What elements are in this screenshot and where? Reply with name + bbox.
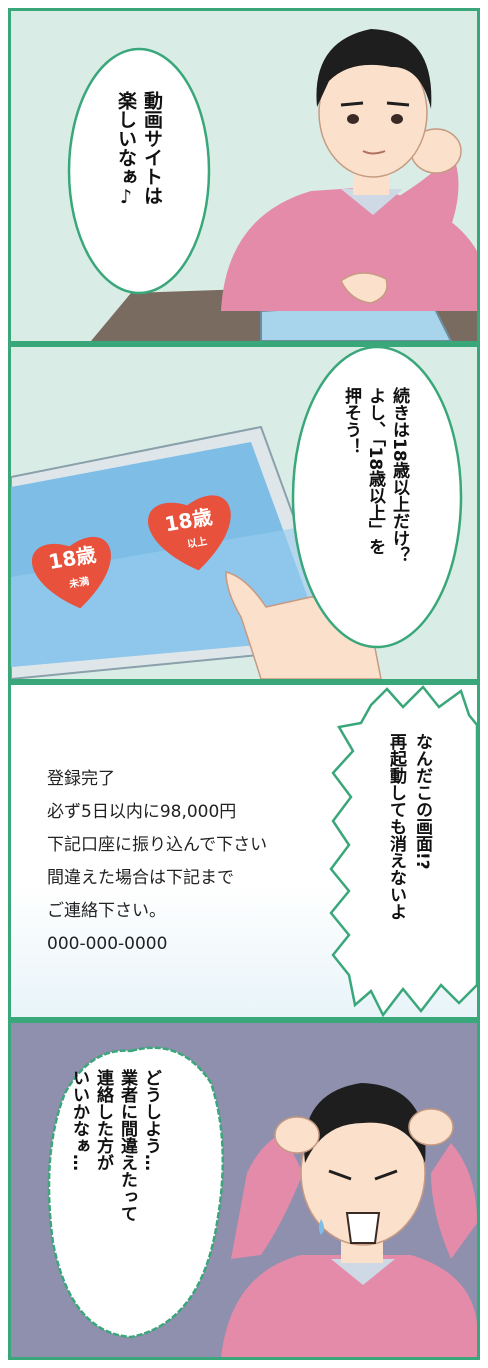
bubble-line: 押そう！ (341, 387, 361, 455)
bubble-line: よし、「18歳以上」を (365, 387, 385, 556)
collar (341, 189, 403, 215)
speech-bubble-outline (47, 1046, 225, 1339)
panel-1: 動画サイトは 楽しいなぁ♪ (8, 8, 480, 344)
over18-sublabel: 以上 (186, 534, 208, 550)
bubble-line: なんだこの画面!? (412, 733, 432, 870)
bubble-line: 業者に間違えたって (117, 1069, 137, 1222)
message-line: 000-000-0000 (47, 934, 168, 954)
bubble-line: 楽しいなぁ♪ (115, 91, 137, 208)
panel-3: 登録完了 必ず5日以内に98,000円 下記口座に振り込んで下さい 間違えた場合… (8, 682, 480, 1020)
pointing-hand (225, 571, 382, 679)
scam-screen-message: 登録完了 必ず5日以内に98,000円 下記口座に振り込んで下さい 間違えた場合… (47, 763, 267, 961)
bubble-line: どうしよう… (141, 1069, 161, 1171)
bubble-line: いいかなぁ… (69, 1069, 89, 1171)
message-line: 間違えた場合は下記まで (47, 868, 234, 888)
panel-3-illustration (329, 685, 477, 1017)
panel-2: 18歳 未満 18歳 以上 続きは18歳以上だけ？ よし、「18歳以上」を 押そ… (8, 344, 480, 682)
heart-under18 (31, 536, 111, 609)
bubble-line: 連絡した方が (93, 1069, 113, 1171)
sweater (221, 1255, 477, 1357)
message-line: 下記口座に振り込んで下さい (47, 835, 268, 855)
speech-bubble-3: なんだこの画面!? 再起動しても消えないよ (383, 733, 435, 983)
hair (316, 29, 432, 109)
message-line: 登録完了 (47, 769, 115, 789)
heart-over18 (147, 495, 231, 571)
bubble-line: 再起動しても消えないよ (386, 733, 406, 920)
speech-bubble-outline (291, 347, 463, 649)
under18-sublabel: 未満 (67, 574, 90, 590)
speech-bubble-outline (67, 47, 211, 295)
panel-4: どうしよう… 業者に間違えたって 連絡した方が いいかなぁ… (8, 1020, 480, 1360)
bubble-line: 動画サイトは (141, 91, 163, 205)
hair (304, 1083, 426, 1163)
speech-bubble-1: 動画サイトは 楽しいなぁ♪ (113, 91, 165, 261)
panel-4-illustration (47, 1046, 477, 1357)
speech-bubble-2: 続きは18歳以上だけ？ よし、「18歳以上」を 押そう！ (339, 387, 411, 622)
shout-bubble-outline (329, 685, 477, 1017)
message-line: ご連絡下さい。 (47, 901, 166, 921)
speech-bubble-4: どうしよう… 業者に間違えたって 連絡した方が いいかなぁ… (67, 1069, 163, 1319)
panel-2-illustration: 18歳 未満 18歳 以上 (11, 347, 463, 679)
panel-1-illustration (67, 29, 477, 341)
bubble-line: 続きは18歳以上だけ？ (389, 387, 409, 564)
message-line: 必ず5日以内に98,000円 (47, 802, 237, 822)
